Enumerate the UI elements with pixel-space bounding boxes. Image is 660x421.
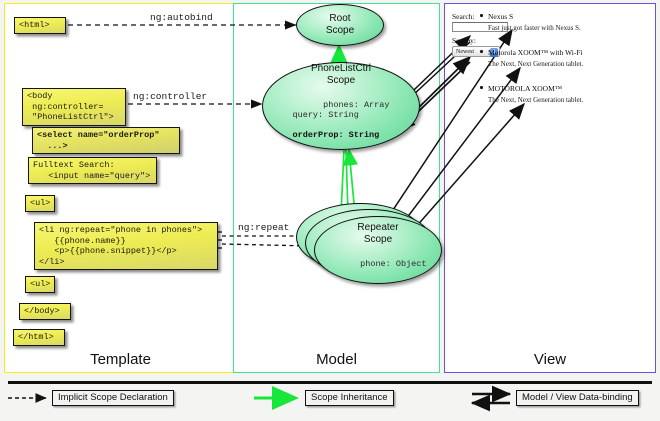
- body-close-box: </body>: [19, 303, 71, 320]
- edge-label-ng-autobind: ng:autobind: [150, 12, 213, 23]
- html-close-box: </html>: [13, 329, 65, 346]
- bullet-icon: [480, 50, 483, 53]
- phonelistctrl-scope-title-line2: Scope: [326, 74, 356, 86]
- repeater-scope: Repeater Scope phone: Object: [314, 216, 442, 284]
- search-input[interactable]: [452, 22, 508, 32]
- phonelistctrl-scope-props: phones: Array query: String: [292, 99, 390, 120]
- search-label: Search:: [452, 12, 475, 21]
- panel-view-title: View: [533, 351, 567, 368]
- phonelistctrl-scope: PhoneListCtrl Scope phones: Array query:…: [262, 62, 420, 150]
- phone-name: Nexus S: [488, 12, 514, 21]
- repeater-scope-title-line2: Scope: [363, 233, 393, 245]
- phonelistctrl-scope-props-bold: orderProp: String: [292, 129, 380, 140]
- phonelistctrl-scope-title-line1: PhoneListCtrl: [310, 62, 372, 74]
- sort-by-selected-value: Newest: [456, 49, 474, 55]
- fulltext-box: Fulltext Search: <input name="query">: [28, 157, 157, 184]
- edge-ng-repeat-2: [221, 241, 313, 251]
- edge-label-ng-repeat: ng:repeat: [238, 222, 290, 233]
- body-open-box: <body ng:controller= "PhoneListCtrl">: [22, 88, 126, 126]
- repeater-scope-title-line1: Repeater: [357, 221, 399, 233]
- legend: Implicit Scope Declaration Scope Inherit…: [0, 378, 660, 421]
- legend-scope-inheritance-label: Scope Inheritance: [305, 390, 394, 406]
- ul-close-box: <ul>: [25, 276, 55, 293]
- phone-list-item[interactable]: Motorola XOOM™ with Wi-Fi The Next, Next…: [480, 48, 660, 68]
- phone-name: MOTOROLA XOOM™: [488, 84, 563, 93]
- li-repeat-box: <li ng:repeat="phone in phones"> {{phone…: [34, 222, 218, 270]
- view-contents: Search: Sort by: Newest ⇅ Nexus S Fast j…: [452, 12, 650, 130]
- phone-snippet: Fast just got faster with Nexus S.: [488, 24, 581, 32]
- legend-divider: [8, 381, 652, 384]
- sort-by-label: Sort by:: [452, 36, 476, 45]
- select-box: <select name="orderProp" ...>: [32, 127, 180, 154]
- phone-name: Motorola XOOM™ with Wi-Fi: [488, 48, 583, 57]
- repeater-scope-props: phone: Object: [360, 258, 427, 269]
- bullet-icon: [480, 14, 483, 17]
- legend-implicit-scope-label: Implicit Scope Declaration: [52, 390, 174, 406]
- legend-arrow-layer: [8, 385, 512, 412]
- bullet-icon: [480, 86, 483, 89]
- root-scope-title-line1: Root: [329, 13, 351, 24]
- root-scope: Root Scope: [296, 4, 384, 46]
- chevron-updown-icon: ⇅: [490, 48, 498, 57]
- phone-list-item[interactable]: MOTOROLA XOOM™ The Next, Next Generation…: [480, 84, 660, 104]
- panel-model: Model: [233, 3, 440, 373]
- panel-model-title: Model: [316, 351, 357, 368]
- ul-open-box: <ul>: [25, 195, 55, 212]
- root-scope-title-line2: Scope: [325, 25, 355, 36]
- panel-view: View: [444, 3, 656, 373]
- phone-list-item[interactable]: Nexus S Fast just got faster with Nexus …: [480, 12, 660, 32]
- phone-snippet: The Next, Next Generation tablet.: [488, 60, 584, 68]
- sort-by-select[interactable]: Newest ⇅: [452, 46, 500, 57]
- html-open-box: <html>: [14, 17, 66, 34]
- edge-label-ng-controller: ng:controller: [133, 91, 208, 102]
- phone-snippet: The Next, Next Generation tablet.: [488, 96, 584, 104]
- legend-data-binding-label: Model / View Data-binding: [516, 390, 639, 406]
- panel-template-title: Template: [90, 351, 151, 368]
